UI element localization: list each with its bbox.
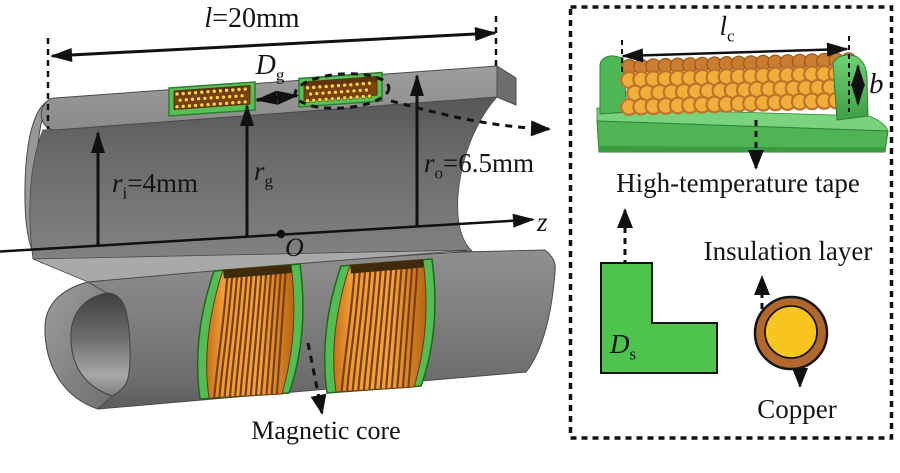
detail-callout-ellipse <box>293 72 391 110</box>
magnetic-core-label: Magnetic core <box>251 416 401 445</box>
tape-label: High-temperature tape <box>616 168 860 198</box>
slot-right-shadow <box>304 76 377 87</box>
length-dim-label: l=20mm <box>204 3 300 34</box>
slot-right-wire-dots <box>305 80 372 104</box>
coil-right-top-shadow <box>350 259 424 274</box>
origin-label: O <box>285 233 304 262</box>
ri-dim-label: ri=4mm <box>112 168 198 203</box>
insulation-label: Insulation layer <box>703 236 873 266</box>
tape-l-cross-section <box>600 262 718 374</box>
slot-left-wire-dots <box>174 86 248 110</box>
wire-cross-section <box>753 295 829 371</box>
wire-bundle <box>620 52 858 116</box>
b-dim-label: b <box>869 68 884 100</box>
lc-dim-label: lc <box>719 11 735 46</box>
winding-coil-left <box>196 263 304 400</box>
gap-dim-label: Dg <box>255 50 285 85</box>
length-dim-line <box>50 27 497 62</box>
detail-inset <box>568 5 894 440</box>
coil-right-wire-strands <box>340 260 419 392</box>
rg-dim-label: rg <box>254 156 274 191</box>
ds-dim-label: Ds <box>610 329 637 364</box>
tape-left-wall <box>599 55 628 115</box>
gap-dim-arrow <box>255 90 299 105</box>
z-axis-label: z <box>537 207 548 237</box>
copper-core <box>764 305 818 359</box>
tape-slab-bottom-edge <box>599 146 886 152</box>
copper-label: Copper <box>757 394 837 424</box>
coil-left-top-shadow <box>223 265 292 279</box>
ro-dim-label: ro=6.5mm <box>424 148 534 183</box>
bore-opening <box>70 292 131 397</box>
coil-slot-cross-sections <box>168 71 383 117</box>
tape-3d-view <box>596 52 889 153</box>
dimension-annotations <box>0 16 551 415</box>
winding-coil-right <box>323 258 436 394</box>
z-axis-line <box>0 213 535 253</box>
top-wall-right-facet <box>496 65 517 106</box>
inset-border <box>568 5 894 440</box>
tape-right-wall <box>832 54 869 121</box>
lc-dim-line <box>621 42 849 63</box>
coil-left-wire-strands <box>213 265 288 398</box>
origin-dot <box>276 229 286 239</box>
inner-surface <box>29 96 498 260</box>
